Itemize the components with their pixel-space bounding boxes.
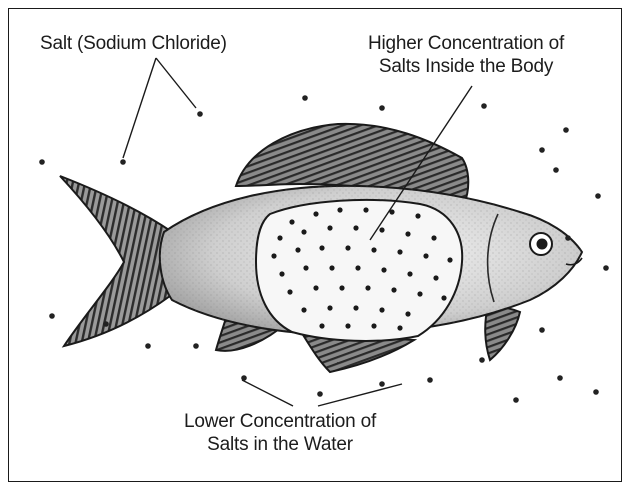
inner-body-region <box>256 200 462 341</box>
lower-concentration-label: Lower Concentration of Salts in the Wate… <box>140 410 420 456</box>
salt-dot <box>563 127 569 133</box>
salt-dot <box>379 105 385 111</box>
salt-dot <box>397 325 402 330</box>
salt-dot <box>379 227 384 232</box>
salt-dot <box>303 265 308 270</box>
salt-label-text: Salt (Sodium Chloride) <box>40 33 227 54</box>
salt-dot <box>379 381 385 387</box>
salt-dot <box>371 247 376 252</box>
salt-dot <box>557 375 563 381</box>
salt-dot <box>379 307 384 312</box>
salt-dot <box>327 225 332 230</box>
salt-dot <box>363 207 368 212</box>
salt-dot <box>301 307 306 312</box>
salt-dot <box>289 219 294 224</box>
salt-dot <box>405 311 410 316</box>
salt-dot <box>295 247 300 252</box>
lower-label-line2: Salts in the Water <box>140 433 420 456</box>
salt-dot <box>423 253 428 258</box>
lower-label-line1: Lower Concentration of <box>140 410 420 433</box>
salt-dot <box>539 147 545 153</box>
salt-dot <box>277 235 282 240</box>
salt-dot <box>345 245 350 250</box>
salt-dot <box>302 95 308 101</box>
salt-dot <box>329 265 334 270</box>
salt-dot <box>39 159 45 165</box>
salt-dot <box>417 291 422 296</box>
salt-dot <box>145 343 151 349</box>
salt-dot <box>103 321 109 327</box>
salt-dot <box>301 229 306 234</box>
salt-dot <box>345 323 350 328</box>
salt-dot <box>365 285 370 290</box>
lower-pointer-line <box>242 380 293 406</box>
lower-pointer-line <box>318 384 402 406</box>
salt-dot <box>513 397 519 403</box>
salt-dot <box>355 265 360 270</box>
salt-dot <box>553 167 559 173</box>
salt-dot <box>337 207 342 212</box>
salt-dot <box>319 245 324 250</box>
salt-dot <box>353 225 358 230</box>
salt-dot <box>397 249 402 254</box>
salt-dot <box>353 305 358 310</box>
salt-dot <box>313 285 318 290</box>
salt-dot <box>405 231 410 236</box>
salt-dot <box>327 305 332 310</box>
salt-pointer-line <box>156 58 196 108</box>
salt-dot <box>479 357 485 363</box>
salt-dot <box>317 391 323 397</box>
eye-icon <box>530 233 552 255</box>
salt-dot <box>193 343 199 349</box>
salt-dot <box>415 213 420 218</box>
salt-dot <box>313 211 318 216</box>
salt-dot <box>319 323 324 328</box>
salt-dot <box>407 271 412 276</box>
salt-dot <box>279 271 284 276</box>
salt-dot <box>565 235 571 241</box>
salt-dot <box>371 323 376 328</box>
salt-dot <box>271 253 276 258</box>
salt-dot <box>339 285 344 290</box>
salt-pointer-line <box>123 58 156 158</box>
salt-dot <box>593 389 599 395</box>
salt-dot <box>49 313 55 319</box>
salt-dot <box>287 289 292 294</box>
salt-dot <box>595 193 601 199</box>
salt-dot <box>431 235 436 240</box>
salt-dot <box>603 265 609 271</box>
salt-dot <box>447 257 452 262</box>
salt-dot <box>197 111 203 117</box>
salt-label: Salt (Sodium Chloride) <box>40 32 227 55</box>
salt-dot <box>427 377 433 383</box>
higher-concentration-label: Higher Concentration of Salts Inside the… <box>336 32 596 78</box>
salt-dot <box>441 295 446 300</box>
salt-dot <box>391 287 396 292</box>
salt-dot <box>433 275 438 280</box>
salt-dot <box>381 267 386 272</box>
salt-dot <box>481 103 487 109</box>
higher-label-line2: Salts Inside the Body <box>336 55 596 78</box>
salt-dot <box>539 327 545 333</box>
higher-label-line1: Higher Concentration of <box>336 32 596 55</box>
salt-dot <box>120 159 126 165</box>
